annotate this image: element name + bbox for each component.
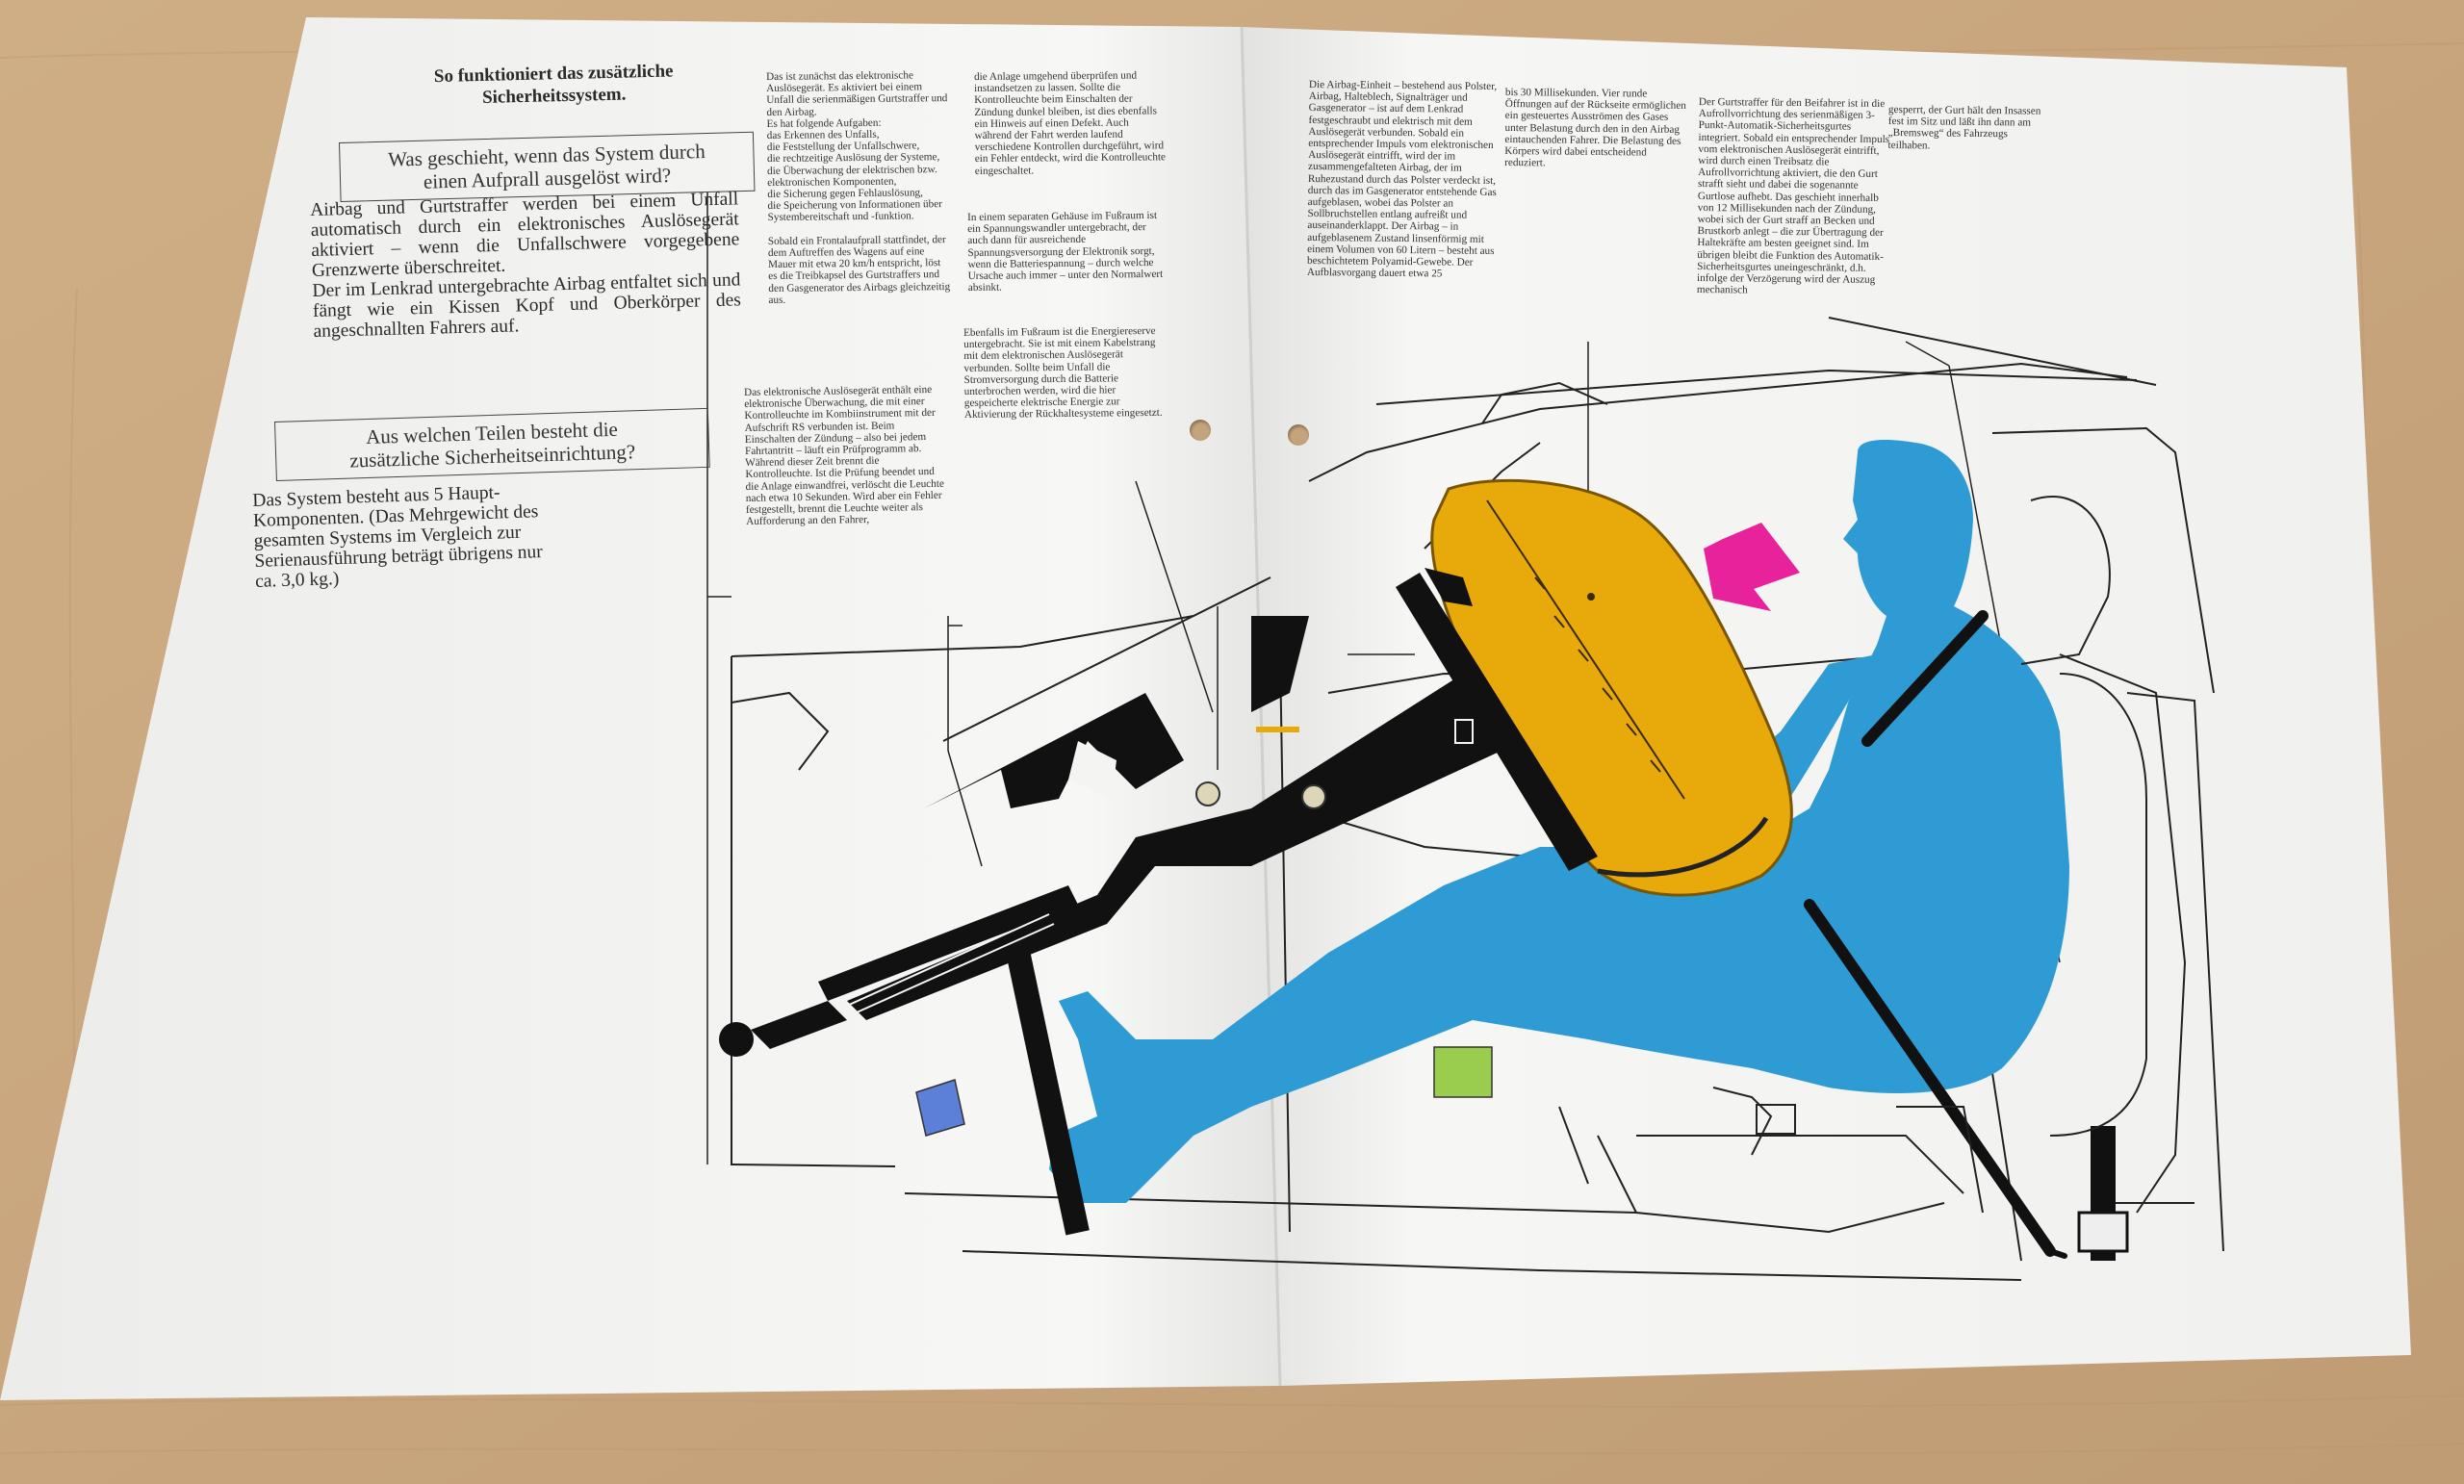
column-4-text: bis 30 Millisekunden. Vier runde Öffnung… (1504, 87, 1686, 169)
column-1-text-top: Das ist zunächst das elektronische Auslö… (766, 69, 951, 306)
column-2-text-middle: In einem separaten Gehäuse im Fußraum is… (967, 209, 1164, 294)
energy-reserve-icon (1433, 1046, 1493, 1098)
gear-lever-base (1756, 1104, 1796, 1135)
pink-impact-arrow-icon (1704, 523, 1800, 611)
binder-hole-bottom (1288, 424, 1309, 446)
control-unit-icon (915, 1079, 965, 1137)
page-heading: So funktioniert das zusätzliche Sicherhe… (433, 61, 674, 108)
steering-column-detail (846, 719, 1474, 1013)
column-6-text: gesperrt, der Gurt hält den Insassen fes… (1887, 104, 2041, 152)
column-bolt-2 (1301, 784, 1326, 809)
steering-column-icon (719, 568, 1598, 1236)
driver-body (1049, 440, 2069, 1203)
driver-arm (1627, 654, 1877, 847)
answer-paragraph-1: Airbag und Gurtstraffer werden bei einem… (310, 189, 742, 343)
column-5-text: Der Gurtstraffer für den Beifahrer ist i… (1696, 96, 1890, 296)
driver-figure (1049, 440, 2069, 1203)
binder-hole-top (1190, 420, 1211, 441)
answer-paragraph-2: Das System besteht aus 5 Haupt- Komponen… (252, 482, 544, 593)
column-1-text-bottom: Das elektronische Auslösegerät enthält e… (744, 383, 944, 528)
column-2-text-top: die Anlage umgehend überprüfen und insta… (974, 69, 1167, 177)
left-page (0, 17, 1280, 1400)
column-2-text-bottom: Ebenfalls im Fußraum ist die Energierese… (963, 324, 1163, 422)
column-bolt-1 (1195, 781, 1220, 806)
driver-seat-outline (1896, 496, 2147, 1214)
car-interior-outline (731, 317, 2224, 1281)
seatbelt-icon (1804, 610, 2067, 1259)
column-3-text: Die Airbag-Einheit – bestehend aus Polst… (1306, 79, 1498, 280)
belt-lock (2077, 1211, 2129, 1253)
orange-connector (1256, 727, 1299, 732)
